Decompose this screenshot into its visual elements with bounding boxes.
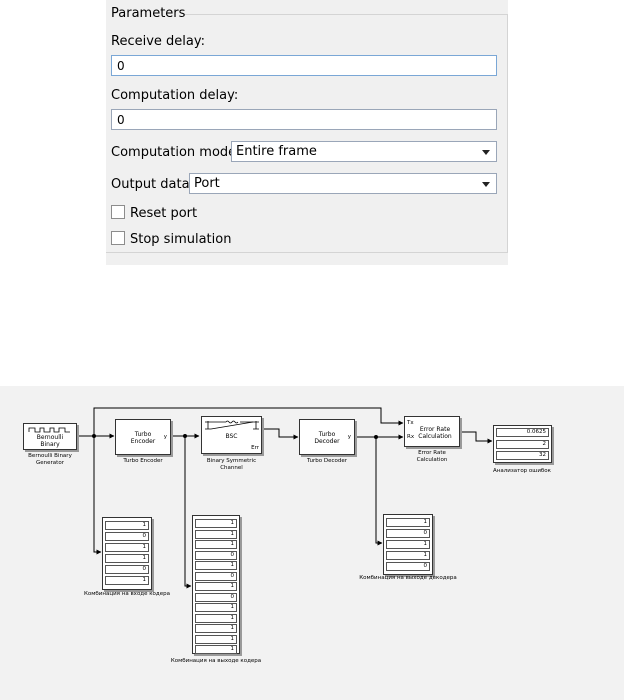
signal-lines	[77, 407, 493, 589]
decoder-output-display-block[interactable]: 1 0 1 1 0	[383, 514, 433, 575]
output-data-label: Output data:	[111, 177, 194, 192]
stop-simulation-label: Stop simulation	[130, 232, 232, 247]
error-display-name: Анализатор ошибок	[493, 468, 551, 474]
computation-mode-value: Entire frame	[236, 144, 317, 159]
reset-port-label: Reset port	[130, 206, 198, 221]
computation-mode-select[interactable]: Entire frame	[231, 141, 497, 162]
parameters-panel: Parameters Receive delay: 0 Computation …	[106, 0, 508, 265]
receive-delay-label: Receive delay:	[111, 34, 205, 49]
error-rate-port-tx: Tx	[407, 420, 414, 426]
bsc-name: Binary Symmetric Channel	[206, 458, 257, 471]
chevron-down-icon	[482, 182, 490, 187]
output-data-select[interactable]: Port	[189, 173, 497, 194]
fieldset-border-bottom	[106, 252, 508, 253]
display-value-cell: 1	[105, 554, 149, 563]
error-rate-title: Error Rate Calculation	[418, 426, 452, 440]
display-value-cell: 0	[386, 562, 430, 571]
encoder-port-out: y	[163, 434, 167, 440]
display-value-cell: 0	[386, 529, 430, 538]
error-rate-block[interactable]: Tx Error Rate Calculation Rx	[404, 416, 460, 447]
parameters-legend: Parameters	[111, 6, 186, 21]
display-value-cell: 1	[195, 634, 237, 644]
decoder-name: Turbo Decoder	[306, 458, 348, 464]
decoder-port-out: y	[347, 434, 351, 440]
wire-to-encoder-input-display	[93, 436, 102, 555]
display-value-cell: 0	[195, 550, 237, 560]
encoder-input-display-name: Комбинация на входе кодера	[84, 591, 170, 597]
computation-mode-label: Computation mode:	[111, 145, 241, 160]
fieldset-border-right	[507, 14, 508, 253]
display-value-cell: 1	[195, 624, 237, 633]
display-value-cell: 1	[195, 582, 237, 591]
display-value-cell: 0	[105, 532, 149, 541]
fieldset-border-top	[184, 14, 508, 15]
bsc-port-err: Err	[251, 445, 259, 451]
display-value-cell: 0	[195, 592, 237, 602]
error-display-block[interactable]: 0.0625 2 32	[493, 425, 552, 463]
checkbox-box[interactable]	[111, 231, 125, 245]
bsc-title: BSC	[225, 433, 238, 440]
decoder-output-display-name: Комбинация на выходе декодера	[359, 575, 457, 581]
display-value-cell: 1	[386, 551, 430, 560]
wire-to-decoder-output-display	[375, 437, 383, 546]
bernoulli-title: Bernoulli Binary	[36, 434, 64, 448]
display-value-cell: 2	[496, 439, 549, 449]
display-value-cell: 1	[105, 521, 149, 530]
encoder-output-display-name: Комбинация на выходе кодера	[170, 658, 262, 664]
wire-bsc-decoder	[262, 428, 299, 440]
turbo-encoder-block[interactable]: Turbo Encoder y	[115, 419, 171, 455]
output-data-value: Port	[194, 176, 220, 191]
display-value-cell: 0	[195, 571, 237, 581]
display-value-cell: 1	[386, 518, 430, 527]
bernoulli-name: Bernoulli Binary Generator	[28, 453, 72, 466]
channel-icon	[205, 420, 259, 430]
checkbox-box[interactable]	[111, 205, 125, 219]
wire-error-rate-display	[460, 431, 493, 444]
receive-delay-field[interactable]: 0	[111, 55, 497, 76]
reset-port-checkbox[interactable]: Reset port	[111, 205, 197, 221]
model-canvas: Bernoulli Binary Bernoulli Binary Genera…	[0, 386, 624, 700]
computation-delay-label: Computation delay:	[111, 88, 239, 103]
wire-to-encoder-output-display	[184, 436, 192, 589]
display-value-cell: 1	[386, 540, 430, 549]
display-value-cell: 0	[105, 565, 149, 574]
display-value-cell: 32	[496, 451, 549, 460]
chevron-down-icon	[482, 150, 490, 155]
display-value-cell: 1	[195, 603, 237, 612]
display-value-cell: 0.0625	[496, 428, 549, 437]
display-value-cell: 1	[105, 543, 149, 552]
display-value-cell: 1	[105, 576, 149, 585]
decoder-title: Turbo Decoder	[314, 431, 340, 445]
bsc-block[interactable]: BSC Err	[201, 416, 262, 454]
encoder-name: Turbo Encoder	[123, 458, 163, 464]
computation-delay-field[interactable]: 0	[111, 109, 497, 130]
display-value-cell: 1	[195, 529, 237, 539]
wire-tx-feedback	[93, 407, 404, 436]
stop-simulation-checkbox[interactable]: Stop simulation	[111, 231, 231, 247]
turbo-decoder-block[interactable]: Turbo Decoder y	[299, 419, 355, 455]
encoder-input-display-block[interactable]: 1 0 1 1 0 1	[102, 517, 152, 590]
error-rate-name: Error Rate Calculation	[416, 450, 448, 463]
display-value-cell: 1	[195, 613, 237, 623]
bernoulli-binary-block[interactable]: Bernoulli Binary	[23, 423, 77, 450]
display-value-cell: 1	[195, 561, 237, 570]
display-value-cell: 1	[195, 645, 237, 654]
display-value-cell: 1	[195, 519, 237, 528]
error-rate-port-rx: Rx	[407, 434, 415, 440]
encoder-title: Turbo Encoder	[130, 431, 156, 445]
display-value-cell: 1	[195, 540, 237, 549]
pulse-icon	[28, 427, 70, 433]
